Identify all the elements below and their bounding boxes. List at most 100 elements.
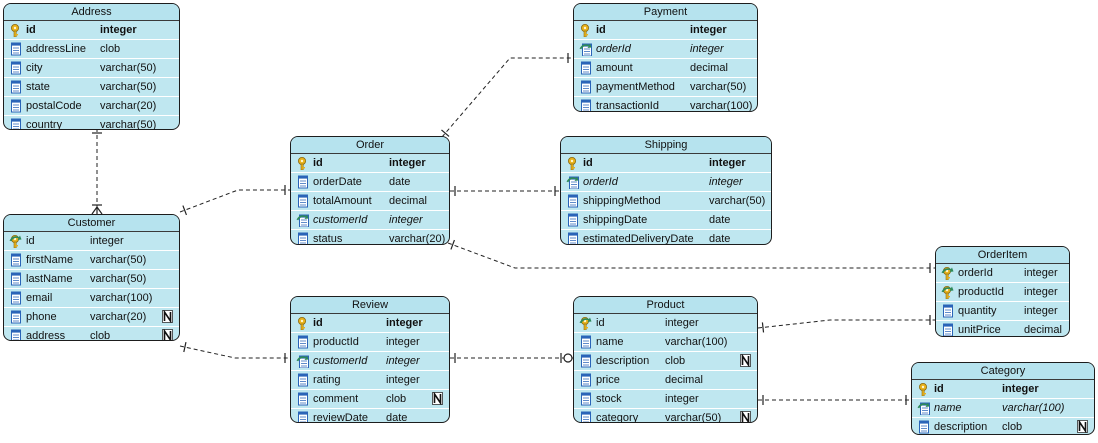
column-type: integer (1002, 383, 1039, 395)
column-row[interactable]: name varchar(100) (912, 399, 1094, 418)
column-name: name (596, 336, 624, 348)
column-name: city (26, 62, 43, 74)
column-type: date (709, 233, 731, 245)
relationship-address-customer-end-crow (96, 206, 103, 215)
entity-title: Shipping (561, 137, 771, 154)
column-type: decimal (665, 374, 703, 386)
column-name: name (934, 402, 962, 414)
entity-title: Review (291, 297, 449, 314)
column-name: orderId (958, 267, 993, 279)
entity-title: OrderItem (936, 247, 1069, 264)
column-row[interactable]: id integer (291, 314, 449, 333)
column-type: integer (386, 317, 423, 329)
column-name: id (313, 157, 323, 169)
column-type: varchar(50) (665, 412, 722, 423)
relationship-review-product-end-circle (563, 353, 573, 363)
column-type: clob (665, 355, 686, 367)
column-type: integer (690, 24, 727, 36)
column-name: email (26, 292, 53, 304)
relationship-order-orderitem (447, 242, 935, 269)
entity-title: Category (912, 363, 1094, 380)
column-name: firstName (26, 254, 74, 266)
relationship-order-orderitem-start-tick (450, 239, 455, 250)
column-name: orderDate (313, 176, 362, 188)
column-row[interactable]: phone varchar(20) (4, 308, 179, 327)
entity-title: Address (4, 4, 179, 21)
entity-title: Order (291, 137, 449, 154)
column-type: varchar(20) (90, 311, 147, 323)
column-name: productId (313, 336, 359, 348)
column-type: varchar(100) (1002, 402, 1065, 414)
column-name: status (313, 233, 343, 245)
column-type: integer (100, 24, 137, 36)
column-type: clob (90, 330, 111, 341)
column-name: unitPrice (958, 324, 1001, 336)
column-type: integer (389, 214, 423, 226)
column-type: decimal (690, 62, 728, 74)
column-type: varchar(100) (690, 100, 753, 112)
column-type: integer (90, 235, 124, 247)
column-type: integer (386, 355, 420, 367)
relationship-customer-review (179, 345, 290, 359)
column-type: varchar(20) (100, 100, 157, 112)
column-name: id (313, 317, 323, 329)
column-name: totalAmount (313, 195, 372, 207)
column-name: id (583, 157, 593, 169)
column-name: phone (26, 311, 57, 323)
column-type: integer (1024, 305, 1058, 317)
column-type: varchar(50) (690, 81, 747, 93)
